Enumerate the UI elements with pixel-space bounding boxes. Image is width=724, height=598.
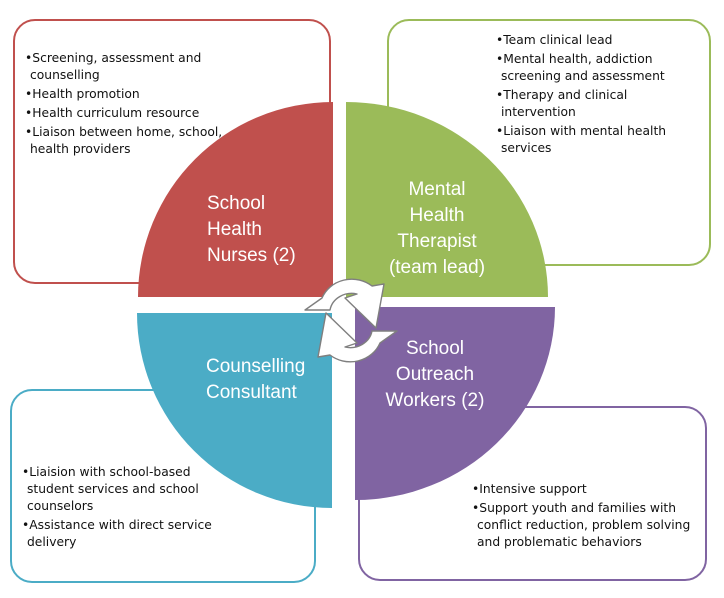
- nurses-label-line: Health: [207, 219, 262, 240]
- therapist-quadrant-label: Mental Health Therapist (team lead): [357, 177, 517, 281]
- counselling-quadrant: [137, 313, 332, 508]
- outreach-quadrant-label: School Outreach Workers (2): [365, 336, 505, 414]
- therapist-duty-item: Mental health, addiction screening and a…: [496, 51, 696, 85]
- counselling-quadrant-label: Counselling Consultant: [192, 354, 322, 406]
- cycle-arrow-bottom: [317, 312, 398, 363]
- outreach-duties-list: Intensive support Support youth and fami…: [472, 481, 697, 553]
- nurses-label-line: School: [207, 193, 266, 214]
- therapist-quadrant: [346, 102, 548, 297]
- outreach-duty-item: Intensive support: [472, 481, 697, 498]
- nurses-duty-item: Health curriculum resource: [25, 105, 225, 122]
- nurses-label-line: Nurses (2): [207, 245, 296, 266]
- therapist-duty-item: Team clinical lead: [496, 32, 696, 49]
- outreach-label-line: Workers (2): [385, 390, 485, 411]
- counselling-label-line: Counselling: [206, 356, 306, 377]
- counselling-duties-list: Liaision with school-based student servi…: [22, 464, 222, 553]
- therapist-duties-list: Team clinical lead Mental health, addict…: [496, 32, 696, 159]
- cycle-arrow-top: [304, 278, 385, 329]
- nurses-quadrant-label: School Health Nurses (2): [180, 191, 300, 269]
- therapist-label-line: (team lead): [388, 257, 486, 278]
- counselling-duty-item: Assistance with direct service delivery: [22, 517, 222, 551]
- nurses-quadrant: [138, 102, 333, 297]
- nurses-duty-item: Liaison between home, school, health pro…: [25, 124, 225, 158]
- counselling-duty-item: Liaision with school-based student servi…: [22, 464, 222, 515]
- outreach-label-line: Outreach: [395, 364, 475, 385]
- therapist-duty-item: Liaison with mental health services: [496, 123, 696, 157]
- outreach-quadrant: [355, 307, 555, 500]
- outreach-label-line: School: [405, 338, 465, 359]
- nurses-duties-list: Screening, assessment and counselling He…: [25, 50, 225, 160]
- nurses-duty-item: Health promotion: [25, 86, 225, 103]
- therapist-label-line: Health: [409, 205, 465, 226]
- therapist-duty-item: Therapy and clinical intervention: [496, 87, 696, 121]
- cycle-arrows-icon: [304, 278, 398, 363]
- nurses-duty-item: Screening, assessment and counselling: [25, 50, 225, 84]
- therapist-label-line: Therapist: [397, 231, 477, 252]
- counselling-label-line: Consultant: [206, 382, 297, 403]
- outreach-duty-item: Support youth and families with conflict…: [472, 500, 697, 551]
- therapist-label-line: Mental: [408, 179, 466, 200]
